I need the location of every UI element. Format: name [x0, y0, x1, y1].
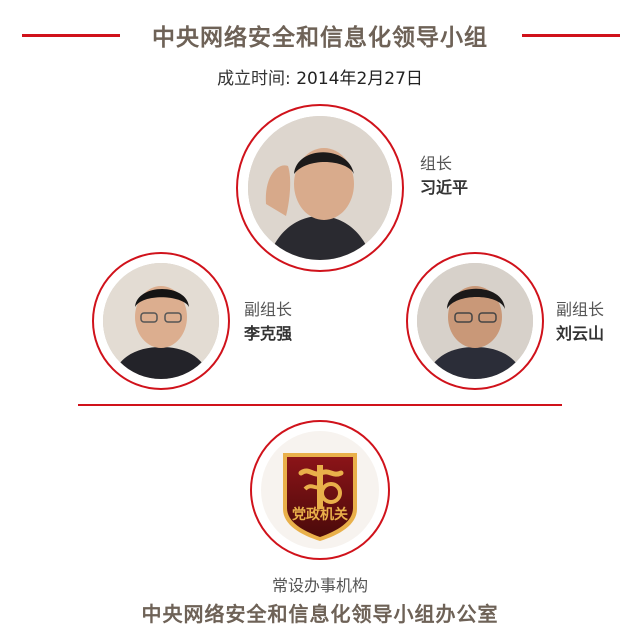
- standing-body-label: 常设办事机构: [271, 576, 368, 595]
- section-divider: [78, 404, 562, 406]
- established-date: 成立时间: 2014年2月27日: [0, 64, 640, 89]
- portrait-icon: [417, 263, 533, 379]
- deputy1-portrait-frame: [92, 252, 230, 390]
- leader-role: 组长: [420, 154, 453, 173]
- emblem-frame: 党政机关: [250, 420, 390, 560]
- deputy2-role: 副组长: [556, 300, 605, 319]
- portrait-icon: [248, 116, 392, 260]
- emblem-text: 党政机关: [292, 507, 348, 523]
- deputy1-role: 副组长: [244, 300, 293, 319]
- title-rule-left: [22, 34, 120, 37]
- party-government-emblem-icon: [283, 453, 357, 541]
- title-rule-right: [522, 34, 620, 37]
- established-value: 2014年2月27日: [296, 69, 423, 89]
- leader-portrait-frame: [236, 104, 404, 272]
- deputy2-name: 刘云山: [556, 324, 605, 343]
- leader-name: 习近平: [420, 178, 469, 197]
- deputy1-name: 李克强: [244, 324, 293, 343]
- portrait-icon: [103, 263, 219, 379]
- established-label: 成立时间:: [217, 69, 291, 89]
- deputy2-portrait-frame: [406, 252, 544, 390]
- deputy2-portrait-photo: [417, 263, 533, 379]
- emblem-background: [261, 431, 379, 549]
- deputy1-portrait-photo: [103, 263, 219, 379]
- office-name: 中央网络安全和信息化领导小组办公室: [141, 602, 499, 626]
- leader-portrait-photo: [248, 116, 392, 260]
- page-title: 中央网络安全和信息化领导小组: [152, 25, 488, 51]
